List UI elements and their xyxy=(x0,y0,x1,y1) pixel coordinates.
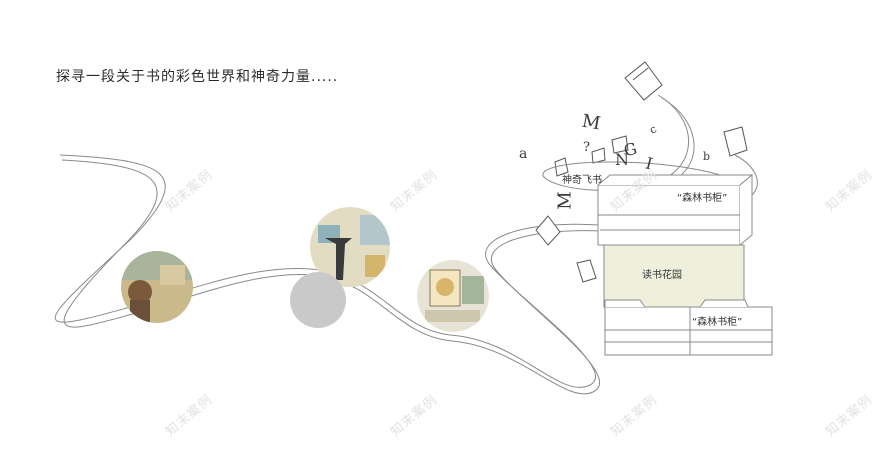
flying-books xyxy=(535,61,748,283)
headline-text: 探寻一段关于书的彩色世界和神奇力量..... xyxy=(56,69,339,85)
forest-shelf-bottom xyxy=(604,299,773,356)
letter-a: a xyxy=(519,146,528,162)
forest-shelf-top xyxy=(597,173,754,246)
label-forest-shelf-top: “森林书柜” xyxy=(677,193,728,204)
letter-m: M xyxy=(580,110,603,135)
label-flying-books: 神奇飞书 xyxy=(562,175,602,186)
photo-circle-3 xyxy=(417,260,489,332)
reading-garden xyxy=(603,244,745,308)
grey-circle xyxy=(290,272,346,328)
letter-m-sideways: M xyxy=(554,191,576,210)
letter-n: N xyxy=(615,150,629,169)
letter-b: b xyxy=(703,150,711,163)
photo-circle-1 xyxy=(121,251,193,323)
label-forest-shelf-bottom: “森林书柜” xyxy=(692,317,743,328)
letter-question: ? xyxy=(583,140,590,155)
label-reading-garden: 读书花园 xyxy=(642,270,682,281)
